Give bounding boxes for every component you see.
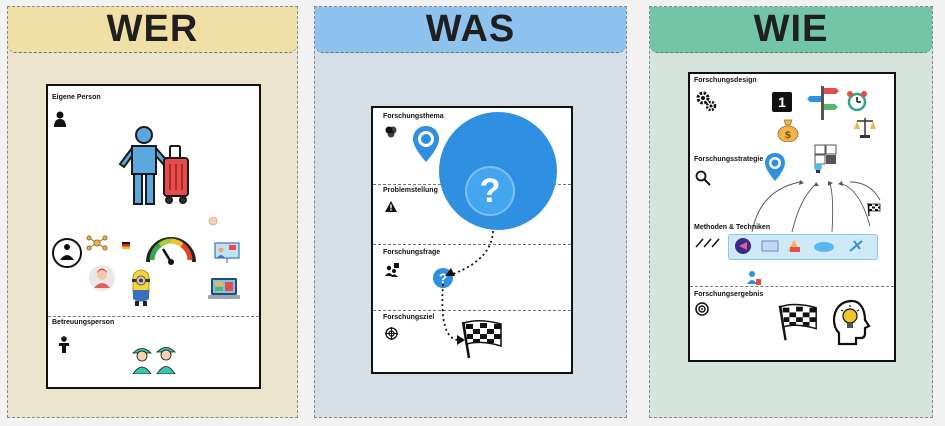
strategy-pin-icon [765, 153, 785, 181]
cartoon-head-icon [208, 216, 218, 226]
column-title-was: WAS [315, 7, 626, 53]
target-icon [385, 327, 398, 340]
number-one-badge: 1 [772, 92, 792, 112]
person-icon [54, 111, 66, 127]
label-eigene-person: Eigene Person [52, 94, 101, 101]
balance-scale-icon [854, 118, 876, 138]
team-icon [132, 347, 176, 374]
meditation-icon [52, 238, 82, 268]
gears-icon [696, 91, 717, 112]
minion-icon [132, 269, 150, 306]
svg-text:$: $ [785, 130, 792, 141]
topic-icon [385, 126, 397, 138]
people-question-icon [385, 263, 399, 277]
tools-icon [695, 238, 720, 248]
separator [48, 316, 259, 317]
data-person-icon [747, 271, 761, 285]
method-icons [735, 238, 863, 254]
label-forschungsziel: Forschungsziel [383, 314, 435, 321]
traveler-icon [118, 126, 189, 205]
label-betreuungsperson: Betreuungsperson [52, 319, 115, 326]
card-was: Forschungsthema Problemstellung Forschun… [371, 106, 573, 374]
lightbulb-icon [814, 163, 822, 173]
signpost-icon [807, 86, 839, 120]
laptop-icon [208, 278, 240, 299]
avatar-icon [89, 265, 115, 291]
speedometer-icon [146, 237, 196, 265]
label-forschungsfrage: Forschungsfrage [383, 249, 441, 256]
separator [373, 310, 571, 311]
label-forschungsstrategie: Forschungsstrategie [694, 156, 764, 163]
label-methoden: Methoden & Techniken [694, 224, 771, 231]
label-forschungsdesign: Forschungsdesign [694, 77, 757, 84]
label-forschungsthema: Forschungsthema [383, 113, 444, 120]
separator [373, 244, 571, 245]
flow-arrows [441, 225, 494, 345]
presentation-icon [214, 242, 240, 263]
supervisor-icon [59, 336, 69, 353]
result-flag-icon [778, 303, 817, 341]
method-arrows [751, 180, 881, 233]
brain-network-icon [86, 235, 108, 251]
warning-icon [385, 201, 397, 212]
money-bag-icon: $ [777, 119, 799, 142]
column-wer: WER Eigene Person [7, 6, 298, 418]
methods-bar [728, 234, 878, 260]
card-wie: Forschungsdesign 1 $ [688, 72, 896, 362]
alarm-clock-icon [847, 91, 867, 112]
small-flag-icon [867, 202, 881, 216]
column-was: WAS Forschungsthema Problemstellung Fors… [314, 6, 627, 418]
card-wer: Eigene Person [46, 84, 261, 389]
flag-germany-icon [122, 242, 130, 249]
lightbulb-head-icon [832, 299, 871, 346]
magnifier-icon [695, 170, 711, 186]
label-forschungsergebnis: Forschungsergebnis [694, 291, 764, 298]
label-problemstellung: Problemstellung [383, 187, 438, 194]
column-title-wer: WER [8, 7, 297, 53]
finish-flag-icon [461, 320, 502, 359]
question-symbol-large: ? [465, 166, 515, 216]
separator [690, 286, 894, 287]
column-title-wie: WIE [650, 7, 932, 53]
location-pin-icon [413, 126, 439, 162]
column-wie: WIE Forschungsdesign 1 $ [649, 6, 933, 418]
goal-target-icon [695, 302, 709, 316]
